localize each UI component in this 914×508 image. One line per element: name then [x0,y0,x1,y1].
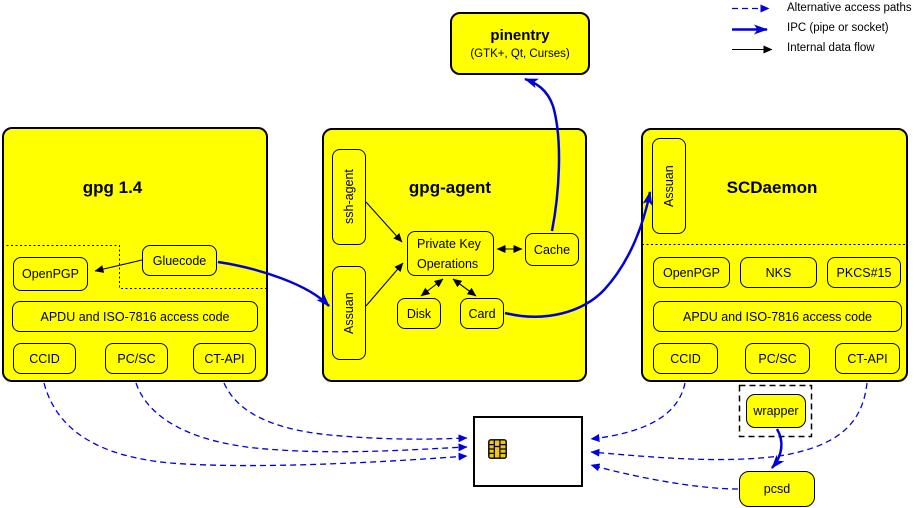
dashed-gpg14-pcsc-to-card [135,382,468,453]
gpg-agent-title: gpg-agent [408,178,492,197]
pcsd-node: pcsd [739,471,815,507]
smartcard [473,416,583,487]
dashed-pcsd-to-card [590,463,739,490]
scdaemon-ccid-node: CCID [653,343,718,374]
arrow-wrapper-to-pcsd [771,428,785,469]
scdaemon-openpgp-node: OpenPGP [653,257,730,288]
disk-node: Disk [397,298,441,329]
cache-node: Cache [525,233,579,266]
scdaemon-title: SCDaemon [726,178,818,197]
gpg-agent-ssh-agent-node: ssh-agent [332,149,366,245]
dashed-scdaemon-ctapi-to-card [590,382,868,461]
scdaemon-pcsc-node: PC/SC [745,343,810,374]
dashed-scdaemon-ccid-to-card [590,382,686,443]
scdaemon-pkcs15-node: PKCS#15 [827,257,901,288]
card-node: Card [460,298,504,329]
legend-alternative-label: Alternative access paths [787,2,912,14]
smartcard-chip-icon [488,439,507,459]
dashed-gpg14-ccid-to-card [43,382,468,467]
gpg14-ctapi-node: CT-API [193,343,256,374]
scdaemon-apdu-node: APDU and ISO-7816 access code [653,301,902,332]
private-key-ops-line2: Operations [417,256,479,271]
scdaemon-ctapi-node: CT-API [835,343,900,374]
gpg14-pcsc-node: PC/SC [105,343,168,374]
dashed-gpg14-ctapi-to-card [223,382,468,443]
pinentry-title: pinentry [490,27,550,44]
scdaemon-nks-node: NKS [740,257,817,288]
gpg14-ccid-node: CCID [13,343,76,374]
gpg14-gluecode-node: Gluecode [142,245,217,276]
pinentry-subtitle: (GTK+, Qt, Curses) [470,48,570,60]
legend-internal-label: Internal data flow [787,42,875,54]
wrapper-node: wrapper [746,394,806,428]
private-key-ops-line1: Private Key [417,236,481,251]
legend-ipc-label: IPC (pipe or socket) [787,22,889,34]
gpg-agent-assuan-node: Assuan [332,266,366,360]
gpg14-title: gpg 1.4 [82,178,143,197]
pinentry-node: pinentry (GTK+, Qt, Curses) [450,12,590,75]
gpg14-openpgp-node: OpenPGP [13,257,88,291]
gpg14-apdu-node: APDU and ISO-7816 access code [12,301,258,332]
private-key-operations-node: Private Key Operations [407,231,494,276]
scdaemon-assuan-node: Assuan [652,138,686,234]
